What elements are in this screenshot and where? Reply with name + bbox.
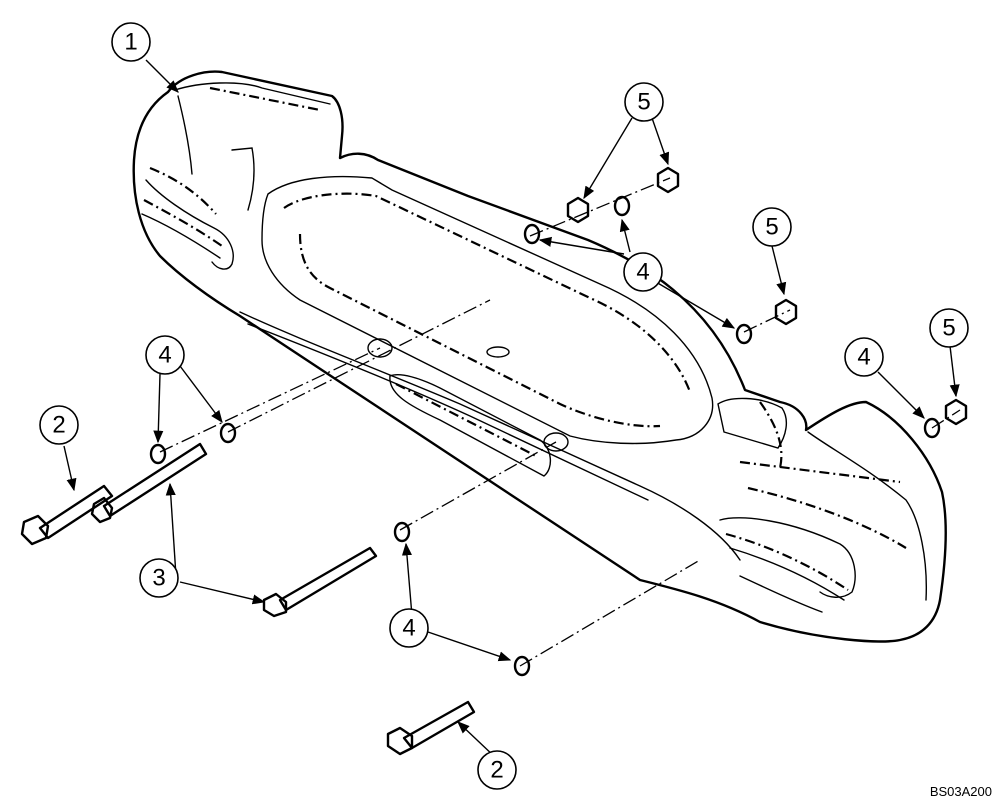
- callout-4-right: 4: [844, 337, 884, 377]
- svg-text:5: 5: [765, 214, 778, 241]
- washer: [923, 417, 941, 439]
- stud-lower: [262, 546, 378, 618]
- counterweight: [132, 70, 947, 643]
- svg-text:4: 4: [402, 615, 415, 642]
- svg-text:5: 5: [942, 315, 955, 342]
- callout-5-middle: 5: [752, 207, 792, 247]
- svg-text:3: 3: [152, 565, 165, 592]
- callout-5-right: 5: [929, 308, 969, 348]
- svg-text:4: 4: [857, 344, 870, 371]
- svg-text:2: 2: [52, 412, 65, 439]
- callout-4-top: 4: [623, 252, 663, 292]
- hardware: [20, 166, 968, 756]
- stud-upper: [90, 442, 208, 524]
- washer: [523, 223, 541, 245]
- svg-text:5: 5: [637, 89, 650, 116]
- nut: [566, 196, 590, 224]
- washer: [393, 521, 411, 543]
- callout-5-top: 5: [624, 82, 664, 122]
- nut: [774, 298, 798, 326]
- svg-text:4: 4: [158, 342, 171, 369]
- svg-text:2: 2: [490, 757, 503, 784]
- washer: [219, 422, 237, 444]
- bolt-lower: [386, 700, 476, 756]
- bolt-upper-left: [20, 484, 114, 546]
- nut: [656, 166, 680, 194]
- washer: [735, 323, 753, 345]
- leader-lines: [63, 59, 960, 759]
- callout-4-bottom: 4: [389, 608, 429, 648]
- center-lines: [159, 177, 961, 667]
- callout-2-upper: 2: [39, 405, 79, 445]
- svg-text:1: 1: [124, 29, 137, 56]
- callout-2-lower: 2: [477, 750, 517, 790]
- callout-3: 3: [139, 558, 179, 598]
- figure-code: BS03A200: [930, 784, 992, 799]
- callout-4-left: 4: [145, 335, 185, 375]
- washer: [513, 655, 531, 677]
- washer: [613, 195, 631, 217]
- nut: [944, 398, 968, 426]
- washer: [149, 443, 167, 465]
- svg-text:4: 4: [636, 259, 649, 286]
- callout-1: 1: [111, 22, 151, 62]
